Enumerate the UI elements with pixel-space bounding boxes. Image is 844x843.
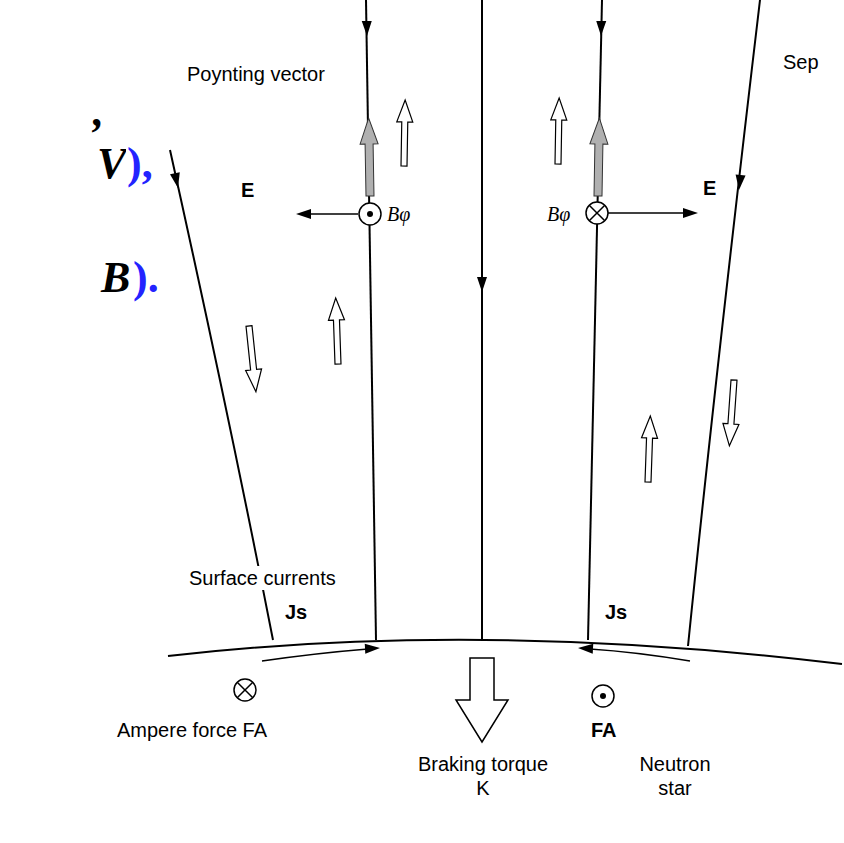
separatrix-label: Sep (782, 50, 820, 74)
current-symbol: Js (604, 600, 628, 624)
current-arrow (328, 298, 346, 365)
surface-current-arrow (262, 649, 368, 661)
vector-label: Poynting vector (186, 62, 326, 86)
out-of-page-symbol (359, 203, 381, 225)
e-field-arrowhead (296, 209, 311, 219)
current-arrow (396, 100, 413, 166)
field-label: Bφ (386, 202, 411, 226)
into-page-symbol (586, 202, 608, 224)
field-line (481, 0, 483, 640)
current-arrow (721, 379, 742, 446)
force-symbol: FA (590, 718, 618, 742)
e-field-arrow (306, 213, 358, 215)
field-line (588, 0, 602, 640)
current-label: Surface currents (188, 566, 337, 590)
force-label: Ampere force FA (116, 718, 268, 742)
torque-label: Braking torque K (412, 752, 554, 800)
separatrix-line (688, 0, 760, 646)
field-arrowhead (170, 172, 183, 189)
field-arrowhead (596, 21, 606, 36)
slide-fragment: ). (132, 252, 160, 305)
surface-current-arrowhead (365, 643, 381, 654)
surface-current-arrow (590, 649, 690, 661)
field-arrowhead (734, 175, 746, 191)
field-arrowhead (362, 21, 372, 36)
field-label: Bφ (546, 202, 571, 226)
slide-fragment: B (100, 252, 131, 305)
field-line (366, 0, 376, 640)
surface-current-arrowhead (578, 643, 594, 654)
e-field-arrowhead (683, 208, 698, 218)
current-symbol: Js (284, 600, 308, 624)
field-label: E (702, 176, 717, 200)
current-arrow (640, 416, 658, 483)
out-of-page-symbol (592, 685, 614, 707)
poynting-arrow (589, 118, 608, 196)
slide-fragment: V (96, 138, 127, 191)
poynting-arrow (360, 118, 379, 196)
current-arrow (241, 325, 264, 392)
current-arrow (550, 98, 567, 164)
field-arrowhead (477, 277, 487, 292)
star-label: Neutron star (624, 752, 726, 800)
torque-arrow (456, 658, 508, 742)
e-field-arrow (608, 212, 688, 214)
into-page-symbol (234, 679, 256, 701)
field-label: E (240, 178, 255, 202)
slide-fragment: ), (126, 138, 154, 191)
slide-fragment: , (92, 86, 105, 139)
star-surface (168, 640, 842, 664)
